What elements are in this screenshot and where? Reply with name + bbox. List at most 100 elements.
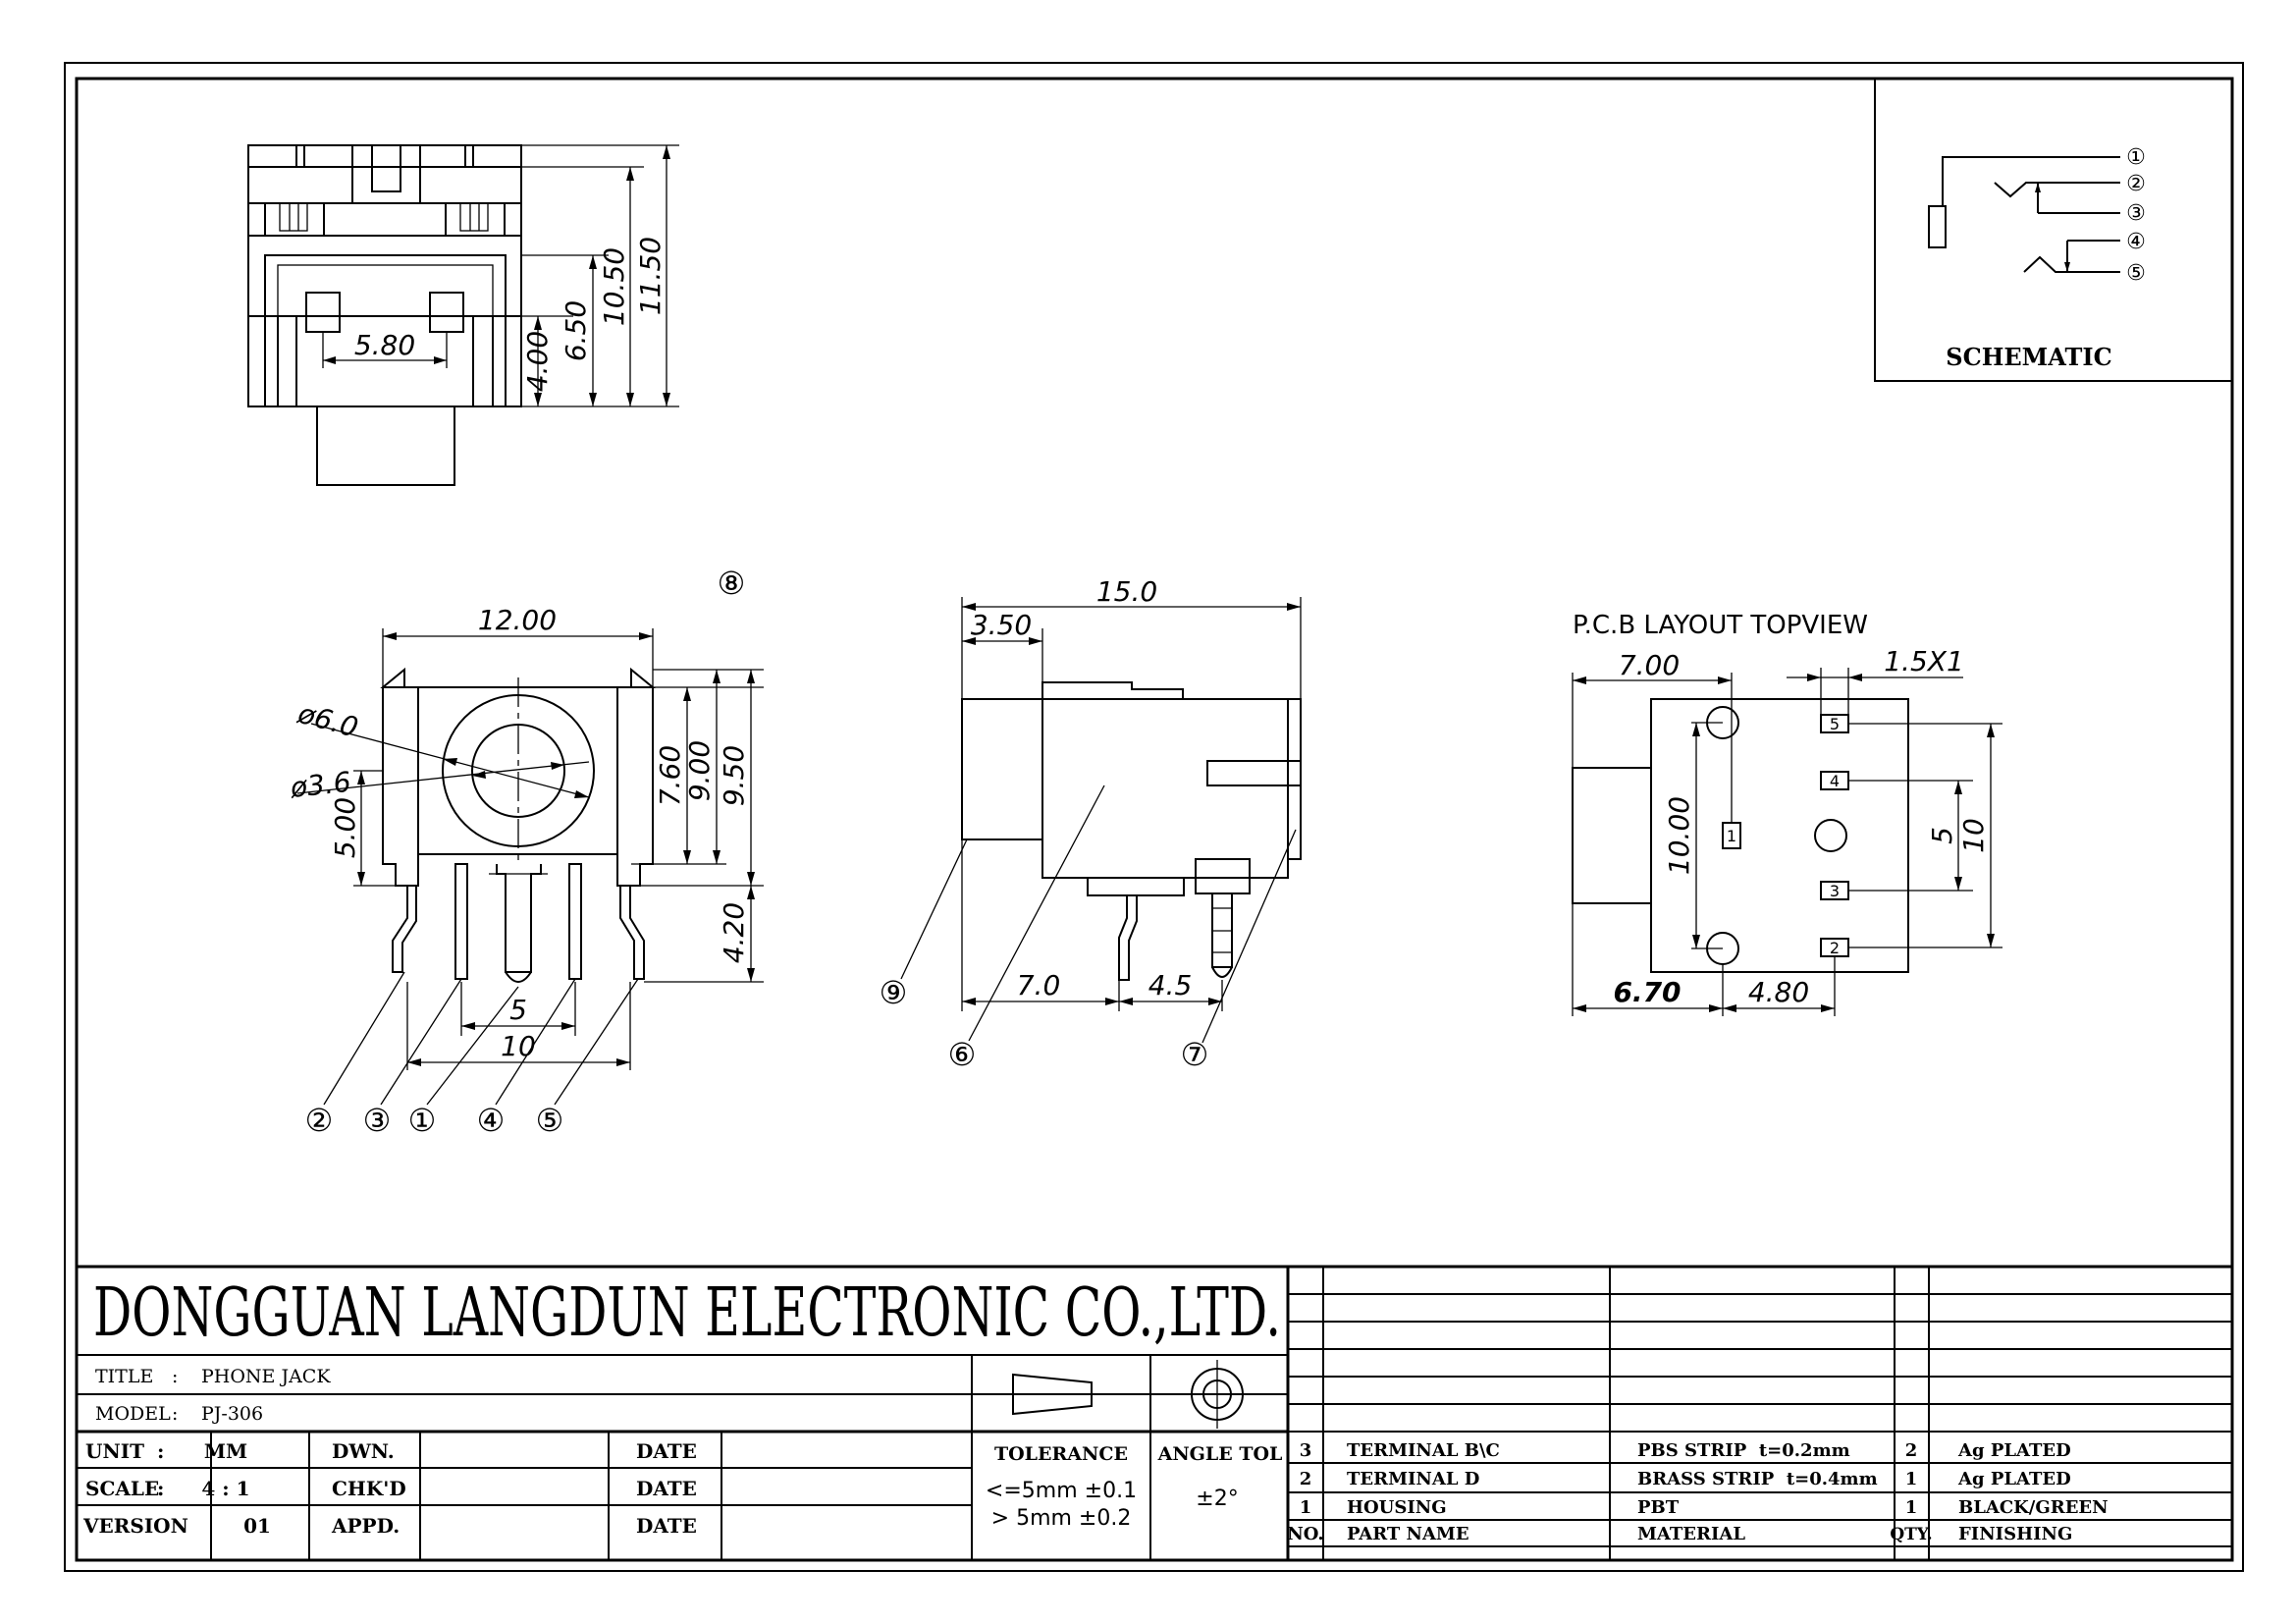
bom-row-2-finishing: Ag PLATED <box>1957 1469 2071 1489</box>
bom-row-1-part: TERMINAL B\C <box>1347 1440 1500 1461</box>
dim-side-length: 15.0 <box>1096 575 1157 608</box>
dim-front-h1: 5.00 <box>329 797 361 858</box>
schematic-label: SCHEMATIC <box>1946 343 2111 371</box>
dim-front-h3: 9.00 <box>683 740 716 801</box>
bom-row-1-qty: 2 <box>1905 1440 1918 1461</box>
dim-side-pitch2: 4.5 <box>1148 969 1193 1001</box>
title-value: PHONE JACK <box>201 1366 331 1387</box>
pcb-pad-4: 4 <box>1830 772 1840 790</box>
date-label-1: DATE <box>636 1439 697 1463</box>
callout-1: ① <box>408 1102 437 1139</box>
schematic-pin-5: ⑤ <box>2126 261 2146 286</box>
title-block: DONGGUAN LANGDUN ELECTRONIC CO.,LTD. TIT… <box>77 1265 2232 1560</box>
bom-header-qty: QTY. <box>1890 1525 1932 1544</box>
pcb-pad-2: 2 <box>1830 939 1840 957</box>
schematic-pin-2: ② <box>2126 172 2146 196</box>
tolerance-line-2: > 5mm ±0.2 <box>991 1506 1132 1531</box>
dim-pcb-bottom1: 6.70 <box>1613 976 1681 1008</box>
dim-front-pitch1: 5 <box>509 994 527 1026</box>
bom-row-3-part: HOUSING <box>1347 1497 1447 1518</box>
schematic-pin-4: ④ <box>2126 230 2146 254</box>
dim-pcb-pitch2: 10 <box>1957 818 1990 853</box>
bom-row-2-part: TERMINAL D <box>1347 1469 1479 1489</box>
bom-header-part: PART NAME <box>1347 1524 1469 1544</box>
title-label: TITLE <box>95 1366 153 1387</box>
bom-row-3-qty: 1 <box>1905 1497 1918 1518</box>
pcb-pad-3: 3 <box>1830 882 1840 900</box>
dim-side-front: 3.50 <box>971 609 1032 641</box>
version-value: 01 <box>243 1514 271 1538</box>
callout-6: ⑥ <box>948 1036 977 1073</box>
bom-header-no: NO. <box>1287 1524 1323 1544</box>
schematic-panel: ① ② ③ ④ ⑤ SCHEMATIC <box>1874 79 2232 382</box>
dim-pcb-height: 10.00 <box>1663 796 1695 875</box>
schematic-pin-3: ③ <box>2126 201 2146 226</box>
dim-front-pin-len: 4.20 <box>718 902 750 963</box>
angle-tol-value: ±2° <box>1196 1487 1238 1511</box>
pcb-layout: P.C.B LAYOUT TOPVIEW 5 4 1 3 2 <box>1572 611 2002 1016</box>
bom-row-3-material: PBT <box>1637 1497 1680 1518</box>
dim-front-pitch2: 10 <box>501 1030 536 1062</box>
bom-header-finishing: FINISHING <box>1958 1524 2072 1544</box>
model-colon: : <box>172 1403 178 1425</box>
appd-label: APPD. <box>331 1514 400 1538</box>
model-value: PJ-306 <box>201 1403 263 1425</box>
dim-front-d2: ø3.6 <box>288 766 352 804</box>
date-label-2: DATE <box>636 1477 697 1500</box>
dim-top-h2: 6.50 <box>560 300 592 361</box>
pcb-pad-5: 5 <box>1830 715 1840 733</box>
scale-colon: : <box>157 1477 164 1500</box>
model-label: MODEL <box>95 1403 171 1425</box>
dim-front-h4: 9.50 <box>718 745 750 806</box>
dim-top-width: 5.80 <box>354 329 415 361</box>
bom-row-2-no: 2 <box>1300 1469 1312 1489</box>
version-label: VERSION <box>82 1514 188 1538</box>
bom-table: 3 TERMINAL B\C PBS STRIP t=0.2mm 2 Ag PL… <box>1287 1267 2232 1560</box>
dim-pcb-slot: 1.5X1 <box>1884 645 1964 677</box>
callout-8: ⑧ <box>718 565 746 602</box>
drawing-frame <box>64 62 2244 1572</box>
bom-row-2-material: BRASS STRIP t=0.4mm <box>1637 1469 1878 1489</box>
dim-side-pitch1: 7.0 <box>1017 969 1061 1001</box>
unit-label: UNIT <box>85 1439 144 1463</box>
bom-row-1-material: PBS STRIP t=0.2mm <box>1637 1440 1850 1461</box>
bom-header-material: MATERIAL <box>1637 1524 1745 1544</box>
chkd-label: CHK'D <box>332 1477 406 1500</box>
unit-value: MM <box>204 1439 247 1463</box>
tolerance-line-1: <=5mm ±0.1 <box>986 1479 1137 1503</box>
callout-3: ③ <box>363 1102 392 1139</box>
bom-row-1-finishing: Ag PLATED <box>1957 1440 2071 1461</box>
tolerance-label: TOLERANCE <box>994 1443 1128 1465</box>
front-view: 12.00 ø6.0 ø3.6 5.00 7.60 9.00 9.50 4.20… <box>288 565 764 1139</box>
title-colon: : <box>172 1366 178 1387</box>
bom-row-3-no: 1 <box>1300 1497 1312 1518</box>
angle-tol-label: ANGLE TOL <box>1157 1443 1283 1465</box>
schematic-pin-1: ① <box>2126 145 2146 170</box>
dim-top-h1: 4.00 <box>521 331 554 392</box>
scale-label: SCALE <box>85 1477 159 1500</box>
dim-pcb-width: 7.00 <box>1619 649 1680 681</box>
scale-value: 4 : 1 <box>201 1477 249 1500</box>
callout-7: ⑦ <box>1181 1036 1209 1073</box>
callout-9: ⑨ <box>880 974 908 1011</box>
bom-row-1-no: 3 <box>1300 1440 1312 1461</box>
callout-5: ⑤ <box>536 1102 564 1139</box>
dim-pcb-bottom2: 4.80 <box>1748 976 1809 1008</box>
unit-colon: : <box>157 1439 164 1463</box>
callout-4: ④ <box>477 1102 506 1139</box>
date-label-3: DATE <box>636 1514 697 1538</box>
projection-symbol <box>982 1360 1252 1429</box>
dwn-label: DWN. <box>332 1439 395 1463</box>
top-view: 5.80 4.00 6.50 10.50 11.50 <box>247 144 679 486</box>
bom-row-2-qty: 1 <box>1905 1469 1918 1489</box>
pcb-pad-1: 1 <box>1727 827 1736 845</box>
callout-2: ② <box>305 1102 334 1139</box>
dim-front-h2: 7.60 <box>654 745 686 806</box>
company-name: DONGGUAN LANGDUN ELECTRONIC CO.,LTD. <box>93 1274 1281 1352</box>
dim-front-width: 12.00 <box>478 604 557 636</box>
pcb-title: P.C.B LAYOUT TOPVIEW <box>1573 611 1868 640</box>
dim-top-h3: 10.50 <box>598 247 630 326</box>
dim-top-h4: 11.50 <box>634 237 667 315</box>
bom-row-3-finishing: BLACK/GREEN <box>1958 1497 2109 1518</box>
